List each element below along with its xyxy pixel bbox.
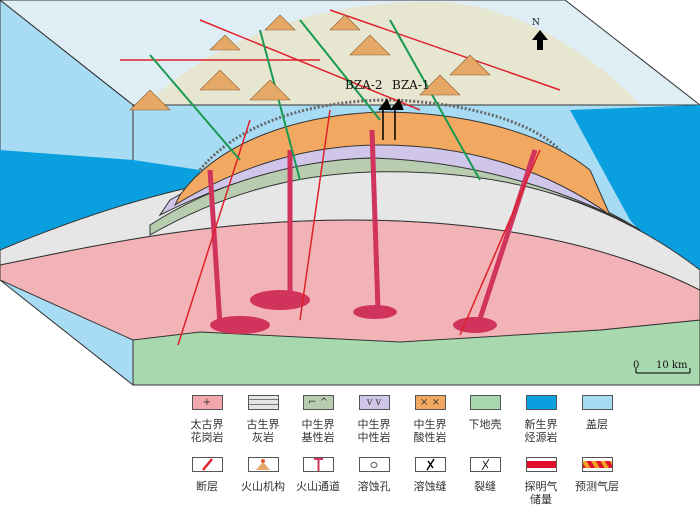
legend-item-acidic: × ×中生界酸性岩	[413, 395, 447, 444]
fracture-icon	[481, 458, 489, 471]
dissolution-fracture-icon	[425, 458, 435, 471]
north-label: N	[532, 18, 540, 28]
legend-item-lower-crust: 下地壳	[457, 395, 513, 431]
legend-item-conduit: 火山通道	[290, 457, 346, 493]
acidic-rock	[173, 111, 612, 217]
well-label: BZA-1	[392, 78, 430, 92]
legend-item-basic: ⌐ ^中生界基性岩	[301, 395, 335, 444]
wells	[378, 98, 404, 140]
magma-body	[353, 305, 397, 319]
cap-dome	[198, 98, 562, 171]
legend-item-dissolution-pore: 溶蚀孔	[346, 457, 402, 493]
pore-icon	[370, 462, 377, 468]
volcano-icons	[129, 14, 491, 111]
fault-icon	[201, 458, 213, 471]
legend-item-fracture: 裂缝	[457, 457, 513, 493]
north-arrow-icon	[532, 30, 548, 50]
magma-body	[250, 290, 310, 310]
volcanic-conduits	[207, 129, 538, 326]
legend-item-cap-rock: 盖层	[569, 395, 625, 431]
magma-body	[210, 316, 270, 334]
legend-item-predicted-gas: 预测气层	[569, 457, 625, 493]
legend-item-fault: 断层	[179, 457, 235, 493]
well-label: BZA-2	[345, 78, 383, 92]
scale-zero: 0	[633, 360, 640, 371]
scale-label: 10 km	[656, 360, 688, 371]
block-diagram	[0, 0, 700, 387]
legend-item-granite: +太古界花岗岩	[190, 395, 224, 444]
legend-item-limestone: 古生界灰岩	[235, 395, 291, 444]
faults	[120, 9, 561, 346]
conduit-icon	[313, 458, 323, 471]
legend-item-volcano: 火山机构	[235, 457, 291, 493]
green-channels	[149, 19, 481, 181]
legend-item-source-rock: 新生界烃源岩	[513, 395, 569, 444]
magma-body	[453, 317, 497, 333]
legend-item-proven-gas: 探明气储量	[513, 457, 569, 506]
volcano-icon	[255, 459, 270, 470]
legend-item-dissolution-fracture: 溶蚀缝	[402, 457, 458, 493]
